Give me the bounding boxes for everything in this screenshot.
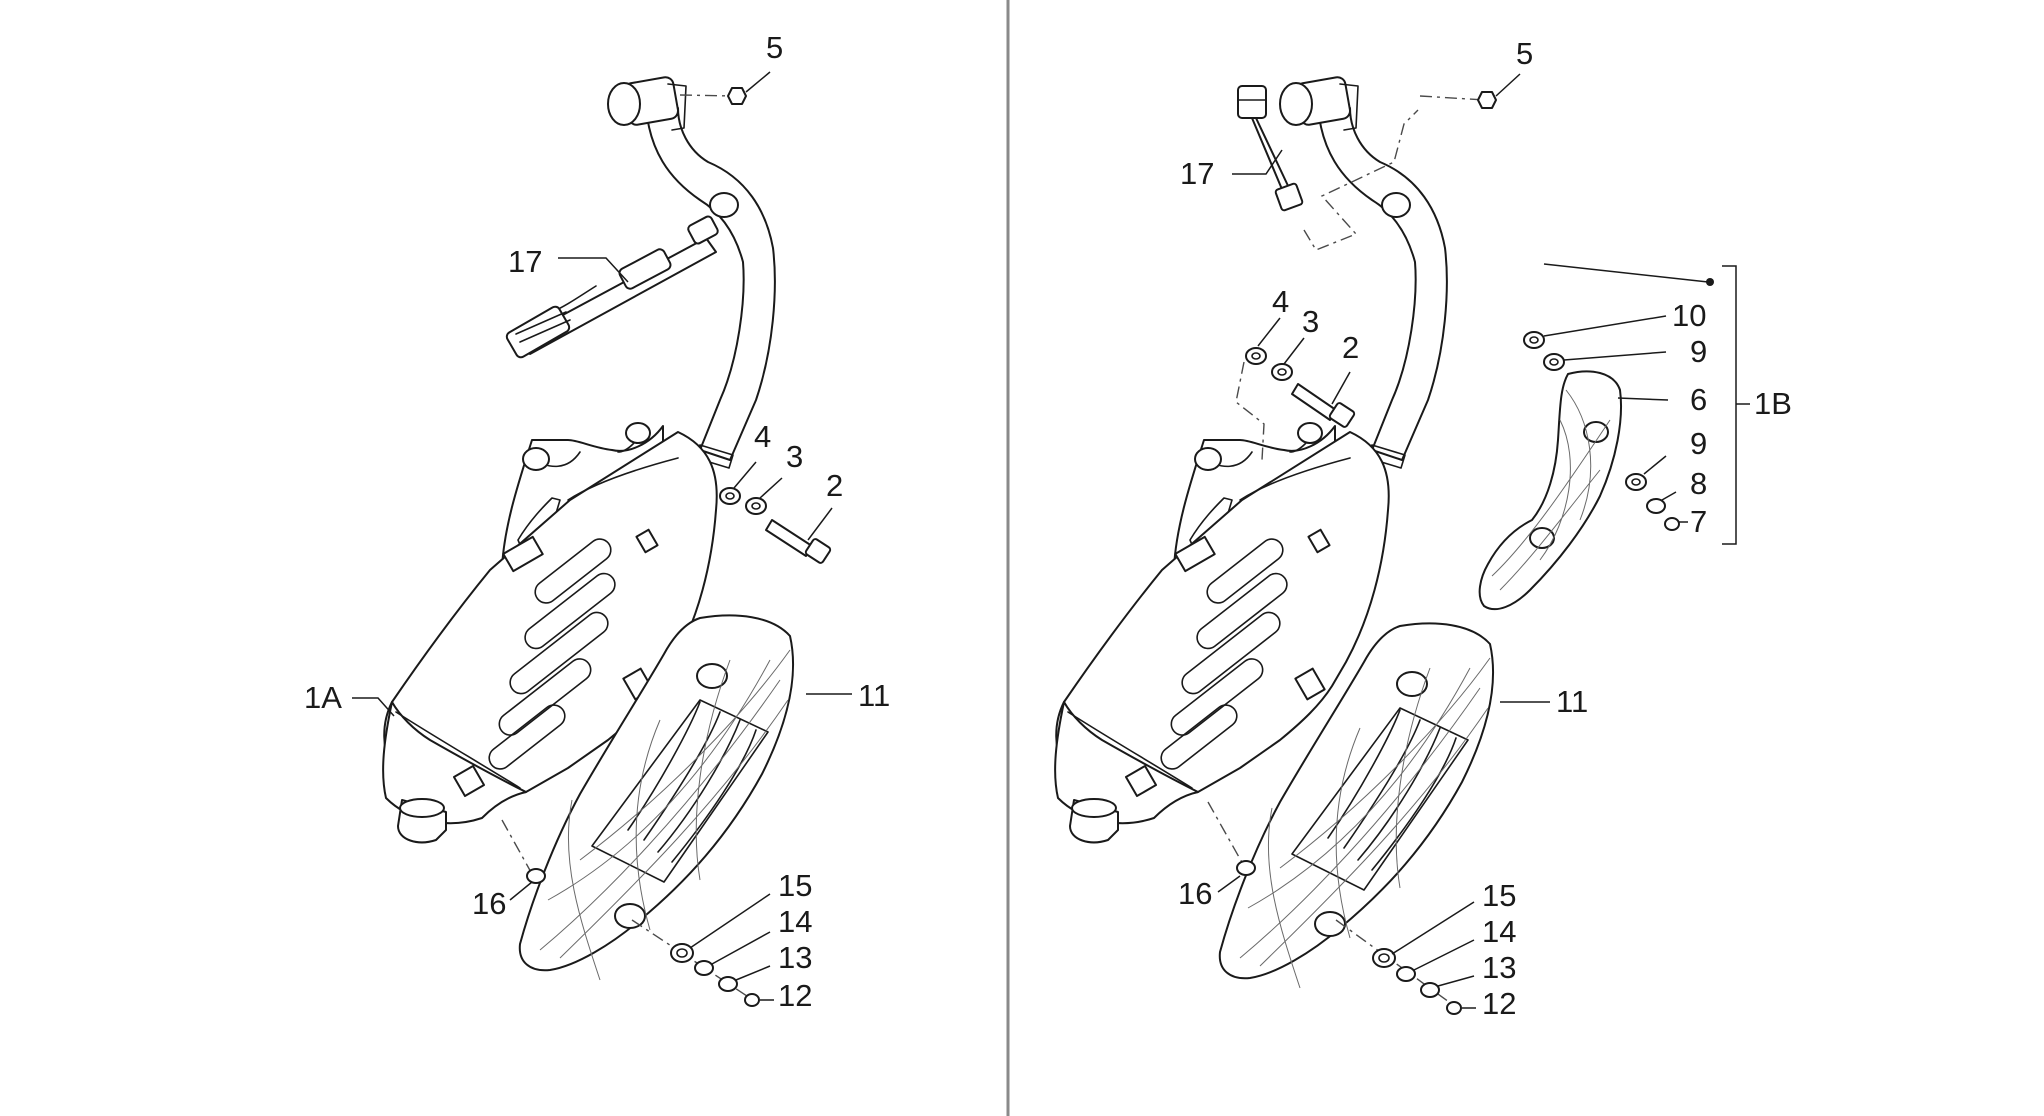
washer-16-left xyxy=(526,868,546,884)
leader-1b-top xyxy=(1543,263,1709,283)
callout-2-left: 2 xyxy=(826,468,843,503)
right-view: 5 17 4 3 2 10 9 6 1B 9 8 7 11 16 15 14 1… xyxy=(1054,36,1792,1021)
dash-line-15-right xyxy=(1335,919,1461,1011)
leader-17-right xyxy=(1232,149,1283,175)
leader-6 xyxy=(1617,397,1669,401)
callout-2-right: 2 xyxy=(1342,330,1359,365)
callout-14-left: 14 xyxy=(778,904,812,939)
screw-12-right xyxy=(1446,1001,1462,1015)
callout-9-lower: 9 xyxy=(1690,426,1707,461)
washer-13-right xyxy=(1420,982,1440,998)
callout-3-right: 3 xyxy=(1302,304,1319,339)
callout-3-left: 3 xyxy=(786,439,803,474)
leader-3-right xyxy=(1283,337,1305,365)
screw-12-left xyxy=(744,993,760,1007)
washer-9-lower xyxy=(1625,473,1647,491)
bolt-2-left xyxy=(765,519,832,564)
screw-7 xyxy=(1664,517,1680,531)
nut-5-right xyxy=(1477,91,1497,109)
bolt-2-right xyxy=(1291,383,1356,428)
leader-15-left xyxy=(689,893,771,949)
leader-16-left xyxy=(509,881,533,901)
dash-line-5-right xyxy=(1419,95,1486,101)
callout-12-left: 12 xyxy=(778,978,812,1013)
leader-9-lower xyxy=(1643,455,1667,475)
callout-9-upper: 9 xyxy=(1690,334,1707,369)
nut-5 xyxy=(727,87,747,105)
callout-4-left: 4 xyxy=(754,419,771,454)
callout-16-left: 16 xyxy=(472,886,506,921)
dash-line-16-right xyxy=(1207,801,1245,867)
callout-6: 6 xyxy=(1690,382,1707,417)
leader-8 xyxy=(1661,491,1677,501)
callout-14-right: 14 xyxy=(1482,914,1516,949)
washer-3-right xyxy=(1271,363,1293,381)
callout-11-left: 11 xyxy=(858,678,890,713)
callout-5-left: 5 xyxy=(766,30,783,65)
heat-guard-6 xyxy=(1478,370,1623,611)
leader-4-left xyxy=(733,461,757,489)
callout-8: 8 xyxy=(1690,466,1707,501)
leader-2-left xyxy=(807,507,833,541)
callout-13-left: 13 xyxy=(778,940,812,975)
dash-line-5 xyxy=(679,94,736,97)
washer-9-upper xyxy=(1543,353,1565,371)
callout-12-right: 12 xyxy=(1482,986,1516,1021)
callout-5-right: 5 xyxy=(1516,36,1533,71)
leader-14-right xyxy=(1413,939,1475,971)
leader-5-right xyxy=(1495,73,1521,97)
washer-4-left xyxy=(719,487,741,505)
leader-13-right xyxy=(1437,975,1475,987)
bracket-1b xyxy=(1722,265,1737,545)
leader-5-left xyxy=(745,71,771,93)
washer-4-right xyxy=(1245,347,1267,365)
dash-line-16 xyxy=(501,819,533,875)
dash-line-17-right xyxy=(1303,109,1419,251)
callout-17-right: 17 xyxy=(1180,156,1214,191)
callout-17-left: 17 xyxy=(508,244,542,279)
washer-3-left xyxy=(745,497,767,515)
grommet-15-left xyxy=(670,943,694,963)
leader-17-left xyxy=(558,257,629,283)
oxygen-sensor-17 xyxy=(505,215,719,359)
callout-1a-left: 1A xyxy=(304,680,342,715)
callout-15-left: 15 xyxy=(778,868,812,903)
callout-16-right: 16 xyxy=(1178,876,1212,911)
washer-10 xyxy=(1523,331,1545,349)
leader-1b-dot xyxy=(1706,278,1714,286)
leader-4-right xyxy=(1257,317,1281,347)
leader-9-upper xyxy=(1563,351,1667,361)
dash-line-15 xyxy=(631,919,757,1003)
leader-16-right xyxy=(1217,875,1241,893)
callout-11-right: 11 xyxy=(1556,684,1588,719)
washer-14-left xyxy=(694,960,714,976)
leader-15-right xyxy=(1391,901,1475,955)
callout-7: 7 xyxy=(1690,504,1707,539)
callout-13-right: 13 xyxy=(1482,950,1516,985)
leader-10 xyxy=(1543,315,1667,337)
leader-3-left xyxy=(759,477,783,499)
washer-16-right xyxy=(1236,860,1256,876)
leader-14-left xyxy=(711,931,771,965)
grommet-15-right xyxy=(1372,948,1396,968)
leader-13-left xyxy=(735,965,771,981)
dash-line-4-right xyxy=(1235,361,1265,461)
washer-13-left xyxy=(718,976,738,992)
leader-2-right xyxy=(1331,371,1351,405)
callout-1b: 1B xyxy=(1754,386,1792,421)
left-view: 5 17 4 3 2 1A 11 16 15 14 13 12 xyxy=(304,30,890,1013)
washer-8 xyxy=(1646,498,1666,514)
oxygen-sensor-17-right xyxy=(1237,85,1304,212)
callout-10: 10 xyxy=(1672,298,1706,333)
callout-15-right: 15 xyxy=(1482,878,1516,913)
callout-4-right: 4 xyxy=(1272,284,1289,319)
washer-14-right xyxy=(1396,966,1416,982)
leader-1a-left xyxy=(352,697,395,717)
